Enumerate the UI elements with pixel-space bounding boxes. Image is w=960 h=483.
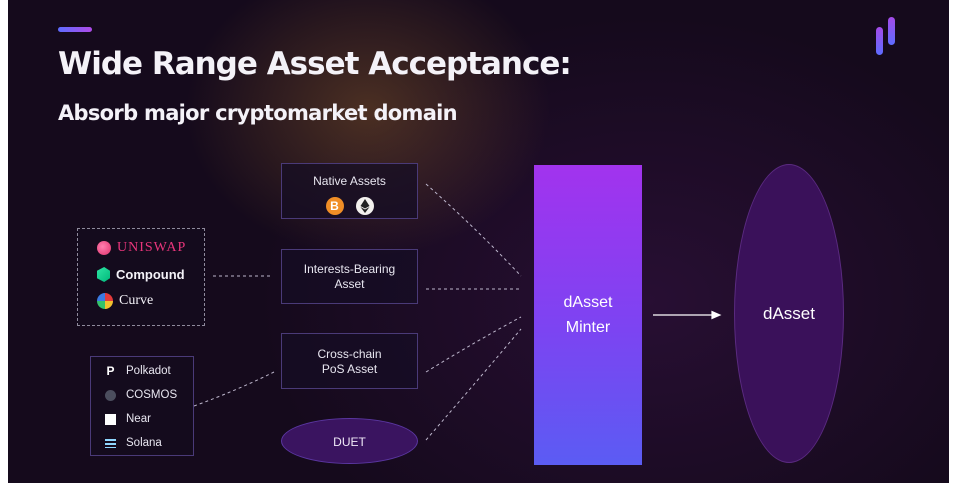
defi-item-compound: Compound	[97, 267, 185, 282]
chain-item-label: Polkadot	[126, 365, 171, 377]
native-assets-box: Native Assets B	[281, 163, 418, 219]
curve-icon	[97, 293, 113, 309]
dasset-output-ellipse: dAsset	[734, 164, 844, 463]
minter-label-line1: dAsset	[563, 294, 613, 311]
chain-item-cosmos: COSMOS	[105, 389, 177, 401]
brand-logo-icon	[876, 17, 895, 55]
bitcoin-icon: B	[325, 197, 344, 215]
pos-chains-group: P Polkadot COSMOS Near Solana	[90, 356, 194, 456]
chain-item-near: Near	[105, 413, 151, 425]
solana-icon	[105, 438, 116, 448]
interest-bearing-asset-box: Interests-Bearing Asset	[281, 249, 418, 304]
chain-item-label: COSMOS	[126, 389, 178, 401]
cross-chain-label-line2: PoS Asset	[321, 362, 378, 376]
slide: Wide Range Asset Acceptance: Absorb majo…	[8, 0, 949, 483]
polkadot-icon: P	[106, 364, 115, 378]
defi-item-curve: Curve	[97, 293, 153, 309]
defi-protocols-group: UNISWAP Compound Curve	[77, 228, 205, 326]
defi-item-uniswap: UNISWAP	[97, 240, 186, 256]
cosmos-icon	[105, 389, 116, 401]
cross-chain-pos-asset-box: Cross-chain PoS Asset	[281, 333, 418, 389]
arrowhead	[711, 310, 722, 320]
title-accent-bar	[58, 27, 92, 32]
connector-lines	[193, 183, 722, 441]
link-chains-to-crosschain	[193, 371, 275, 407]
compound-icon	[97, 267, 110, 282]
defi-item-label: UNISWAP	[117, 240, 187, 255]
interest-bearing-label-line1: Interests-Bearing	[303, 262, 396, 276]
chain-item-solana: Solana	[105, 437, 162, 449]
slide-subtitle: Absorb major cryptomarket domain	[58, 101, 458, 125]
dasset-output-label: dAsset	[763, 303, 815, 323]
defi-item-label: Curve	[119, 293, 154, 308]
defi-item-label: Compound	[116, 267, 185, 282]
link-crosschain-to-minter	[425, 316, 522, 373]
uniswap-icon	[97, 241, 111, 255]
chain-item-label: Near	[126, 413, 151, 425]
ethereum-icon	[355, 197, 374, 215]
duet-ellipse: DUET	[281, 418, 418, 464]
dasset-minter-block: dAsset Minter	[534, 165, 642, 465]
near-icon	[105, 413, 116, 425]
link-native-to-minter	[425, 183, 522, 277]
chain-item-label: Solana	[126, 437, 162, 449]
interest-bearing-label-line2: Asset	[334, 277, 365, 291]
native-assets-label: Native Assets	[313, 174, 386, 188]
chain-item-polkadot: P Polkadot	[105, 364, 171, 378]
minter-label-line2: Minter	[565, 319, 611, 336]
slide-title: Wide Range Asset Acceptance:	[58, 46, 572, 82]
link-duet-to-minter	[425, 328, 522, 441]
cross-chain-label-line1: Cross-chain	[317, 347, 382, 361]
